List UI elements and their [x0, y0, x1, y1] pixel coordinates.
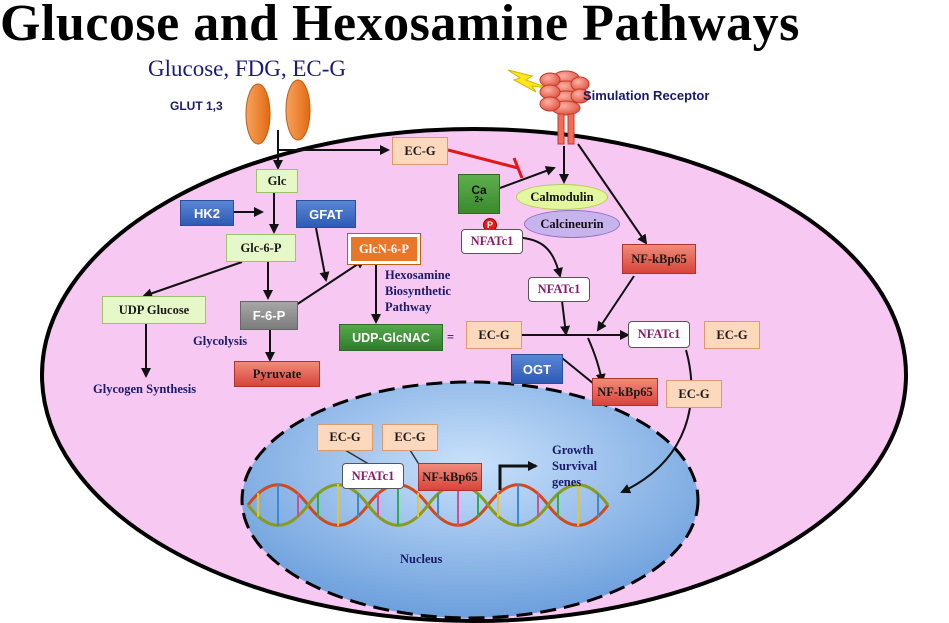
- glc6p-node: Glc-6-P: [226, 234, 296, 262]
- glut-transporter-icon: [245, 83, 271, 145]
- hexosamine-label-line3: Pathway: [385, 300, 432, 314]
- lightning-icon: [507, 69, 549, 93]
- glycolysis-label: Glycolysis: [193, 334, 248, 348]
- nfatc1-node-c: NFATc1: [628, 321, 690, 348]
- page-title: Glucose and Hexosamine Pathways: [0, 0, 800, 52]
- ecg-node-right2: EC-G: [666, 380, 722, 408]
- pyruvate-node: Pyruvate: [234, 361, 320, 387]
- nfkbp65-node-nucleus: NF-kBp65: [418, 463, 482, 491]
- udp-glcnac-node: UDP-GlcNAC: [339, 324, 443, 351]
- pathway-arrows: [141, 130, 693, 494]
- nfatc1-node-b: NFATc1: [528, 277, 590, 302]
- equals-sign: =: [447, 330, 455, 344]
- gfat-node: GFAT: [296, 200, 356, 228]
- nfatc1-node-a: NFATc1: [461, 229, 523, 254]
- receptor-label: Simulation Receptor: [583, 88, 710, 103]
- connector-line: [561, 357, 595, 385]
- nfkbp65-node-a: NF-kBp65: [622, 244, 696, 274]
- glcn6p-node: GlcN-6-P: [347, 233, 421, 265]
- receptor-icon: [539, 70, 590, 145]
- calcineurin-node: Calcineurin: [524, 210, 620, 238]
- nucleus-label: Nucleus: [400, 552, 443, 566]
- glycogen-label: Glycogen Synthesis: [93, 382, 197, 396]
- ecg-node-top: EC-G: [392, 137, 448, 165]
- nfkbp65-node-b: NF-kBp65: [592, 378, 658, 406]
- nfatc1-node-nucleus: NFATc1: [342, 463, 404, 489]
- ogt-node: OGT: [511, 354, 563, 384]
- f6p-node: F-6-P: [240, 301, 298, 330]
- ecg-node-nucleus-2: EC-G: [382, 424, 438, 451]
- calcium-node: Ca 2+: [458, 174, 500, 214]
- growth-label-line3: genes: [552, 475, 582, 489]
- calmodulin-node: Calmodulin: [516, 184, 608, 210]
- udp-glucose-node: UDP Glucose: [102, 296, 206, 324]
- hexosamine-label-line2: Biosynthetic: [385, 284, 451, 298]
- inhibition-line: [447, 148, 524, 179]
- growth-label-line2: Survival: [552, 459, 598, 473]
- calcium-label: Ca: [471, 183, 487, 197]
- glut-transporter-icon: [285, 79, 311, 141]
- glc-node: Glc: [256, 169, 298, 193]
- ecg-node-nucleus-1: EC-G: [317, 424, 373, 451]
- growth-label-line1: Growth: [552, 443, 594, 457]
- calcium-charge: 2+: [474, 195, 484, 204]
- hk2-node: HK2: [180, 200, 234, 226]
- hexosamine-label-line1: Hexosamine: [385, 268, 451, 282]
- dna-helix-icon: [246, 483, 610, 527]
- subtitle: Glucose, FDG, EC-G: [148, 56, 347, 81]
- glut-label: GLUT 1,3: [170, 99, 223, 113]
- ecg-node-right: EC-G: [704, 321, 760, 349]
- ecg-node-mid: EC-G: [466, 321, 522, 349]
